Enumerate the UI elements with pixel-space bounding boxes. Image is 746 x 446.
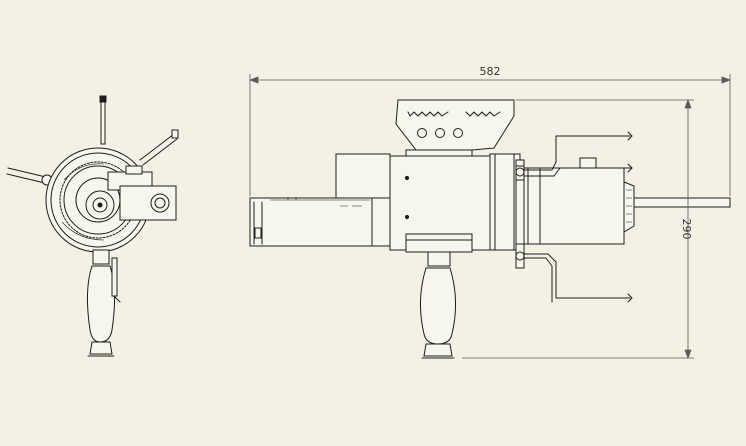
rear-spindle xyxy=(523,157,731,245)
side-view xyxy=(249,99,731,359)
motor-housing xyxy=(249,153,391,247)
front-view xyxy=(6,95,179,357)
central-body xyxy=(389,153,525,269)
front-gearbox xyxy=(107,165,177,221)
dimension-length: 582 xyxy=(248,65,732,196)
dimension-height: 290 xyxy=(462,98,694,360)
top-bracket xyxy=(395,99,515,159)
front-handle xyxy=(86,249,121,357)
front-right-rod xyxy=(139,129,179,166)
lower-clamp-arms xyxy=(515,251,633,303)
upper-clamp-arms xyxy=(515,131,633,177)
front-left-rod xyxy=(6,167,53,186)
dimension-length-value: 582 xyxy=(480,65,501,78)
front-top-rod xyxy=(99,95,107,145)
dimension-height-value: 290 xyxy=(680,219,693,240)
side-handle xyxy=(419,251,457,359)
